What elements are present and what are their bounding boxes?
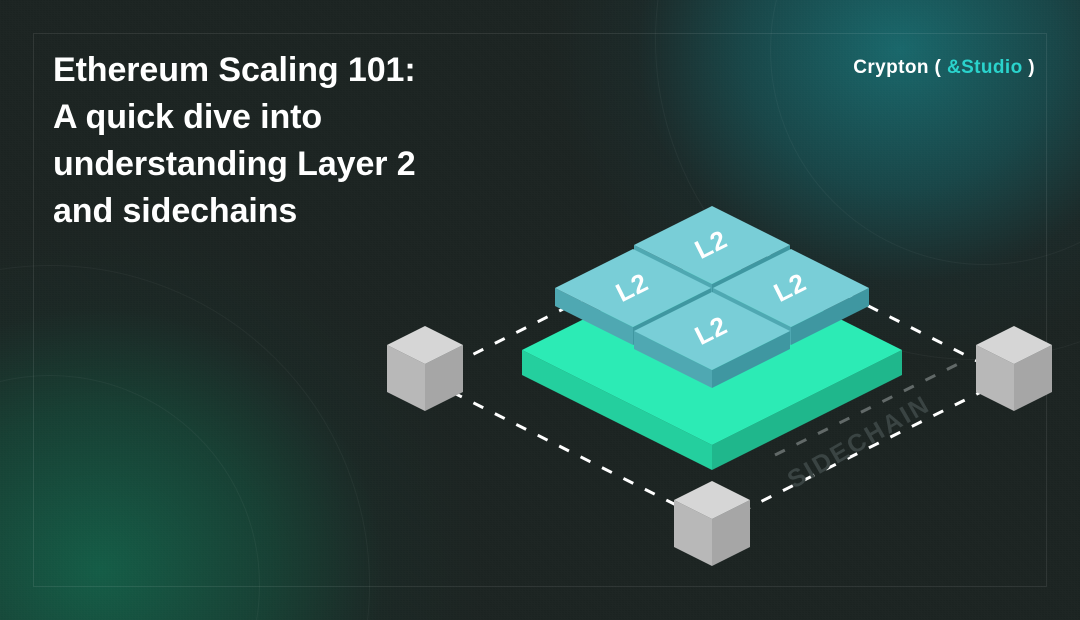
node-cube-left-face-top (387, 326, 463, 364)
layer2-block-right-top-face (713, 249, 869, 327)
node-cube-bottom-face-right (712, 500, 750, 566)
layer2-block-front-side-right (712, 331, 790, 388)
node-cube-left-face-left (387, 345, 425, 411)
brand-paren-open: ( (934, 57, 942, 78)
layer2-block-front-side-left (634, 331, 712, 388)
brand-paren-close: ) (1028, 57, 1035, 78)
layer2-block-front-top-face (634, 292, 790, 370)
node-cube-bottom (674, 481, 750, 566)
node-cube-left (387, 326, 463, 411)
node-cube-right-face-left (976, 345, 1014, 411)
platform-side-right (712, 350, 902, 470)
brand-name: Crypton (853, 57, 929, 78)
layer2-block-left-side-left (555, 288, 633, 345)
platform-side-left (522, 350, 712, 470)
connector-left-bottom (451, 390, 691, 514)
node-cube-bottom-face-left (674, 500, 712, 566)
node-cube-left-face-right (425, 345, 463, 411)
connector-sidechain-segment (774, 361, 961, 457)
node-cube-right-face-top (976, 326, 1052, 364)
brand-logo: Crypton ( &Studio ) (853, 57, 1035, 79)
brand-accent: &Studio (946, 57, 1023, 78)
node-cube-right-face-right (1014, 345, 1052, 411)
node-cube-right (976, 326, 1052, 411)
layer2-block-front: L2 (634, 292, 790, 388)
page-title: Ethereum Scaling 101: A quick dive into … (53, 51, 416, 230)
connector-lines-dim (774, 361, 961, 457)
layer2-block-right-side-right (791, 288, 869, 345)
node-cube-bottom-face-top (674, 481, 750, 519)
layer2-block-top-face (634, 206, 790, 284)
layer2-block-left-top-face (555, 249, 711, 327)
